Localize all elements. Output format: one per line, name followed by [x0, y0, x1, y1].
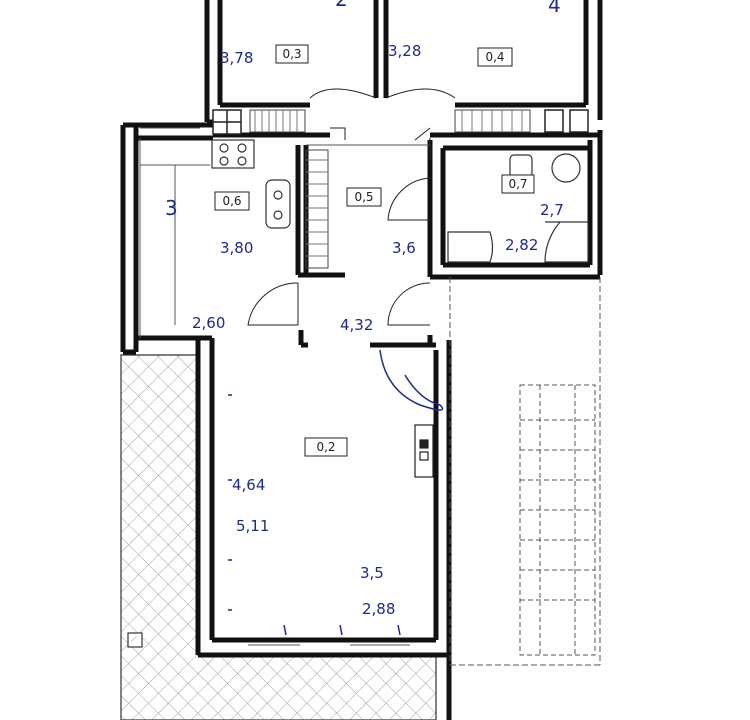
radiators	[249, 109, 531, 269]
svg-text:0,5: 0,5	[354, 190, 373, 204]
doors	[247, 88, 456, 326]
svg-text:0,7: 0,7	[508, 177, 527, 191]
staircase	[519, 384, 596, 656]
stove-icon	[211, 139, 255, 169]
measurement: 5,11	[236, 517, 269, 535]
measurement: 4,64	[232, 476, 265, 494]
svg-text:0,3: 0,3	[282, 47, 301, 61]
measurement: 3,5	[360, 564, 384, 582]
measurement: 3,28	[388, 42, 421, 60]
door-swing	[247, 282, 299, 326]
bathtub-icon	[544, 221, 589, 263]
boxed-label: 0,2	[304, 437, 348, 457]
room-number-4: 4	[548, 0, 561, 17]
measurement: 3,78	[220, 49, 253, 67]
measurement: 2,7	[540, 201, 564, 219]
door-swing	[387, 177, 431, 221]
room-number-3: 3	[165, 196, 178, 220]
door-swing	[385, 88, 456, 99]
thin-lines	[139, 127, 601, 666]
shower-icon	[447, 231, 494, 263]
door-swing	[387, 282, 431, 326]
measurement: 2,88	[362, 600, 395, 618]
boxed-label: 0,5	[346, 187, 382, 207]
room-number-2: 2	[335, 0, 348, 11]
svg-text:0,4: 0,4	[485, 50, 504, 64]
shafts	[212, 109, 589, 135]
boxed-label: 0,3	[275, 44, 309, 64]
door-swing	[330, 127, 346, 140]
door-swing	[309, 88, 377, 99]
toilet-icon	[509, 154, 533, 178]
pen-scribble	[379, 349, 444, 411]
bathroom-fixtures	[447, 153, 589, 263]
door-swing	[414, 127, 431, 141]
boxed-label: 0,7	[501, 174, 535, 194]
washbasin-icon	[551, 153, 581, 183]
terrace	[120, 354, 437, 720]
measurement: 2,82	[505, 236, 538, 254]
svg-text:0,6: 0,6	[222, 194, 241, 208]
pen-tick	[228, 394, 401, 636]
kitchen-fixtures	[211, 139, 291, 229]
shaft-icon	[569, 109, 589, 133]
boxed-label: 0,6	[214, 191, 250, 211]
measurement: 3,80	[220, 239, 253, 257]
sink-icon	[265, 179, 291, 229]
electric-panel	[414, 424, 434, 478]
measurement: 3,6	[392, 239, 416, 257]
measurement: 4,32	[340, 316, 373, 334]
measurement: 2,60	[192, 314, 225, 332]
boxed-label: 0,4	[477, 47, 513, 67]
svg-text:0,2: 0,2	[316, 440, 335, 454]
shaft-icon	[544, 109, 564, 133]
